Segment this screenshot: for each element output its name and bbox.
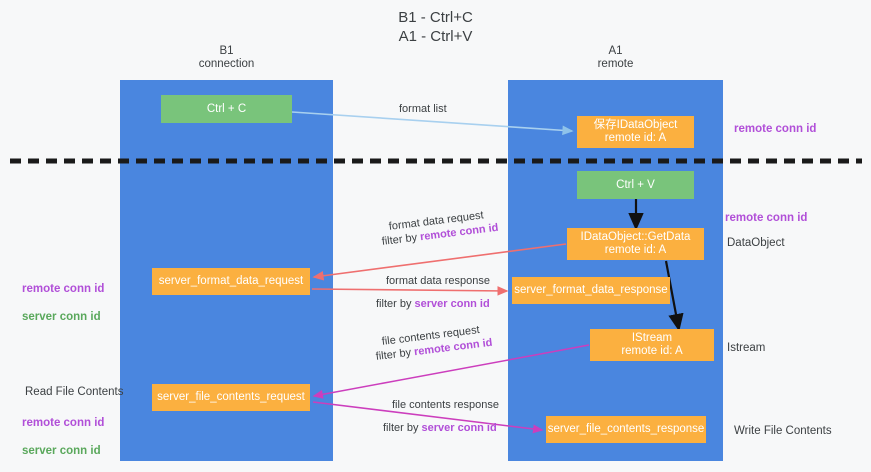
annotation-remote-conn-id: remote conn id bbox=[22, 417, 105, 429]
filter-prefix: filter by bbox=[375, 346, 415, 363]
node-ctrl-v[interactable]: Ctrl + V bbox=[577, 171, 694, 199]
annotation-dataobject: DataObject bbox=[727, 237, 785, 249]
filter-prefix: filter by bbox=[381, 231, 421, 248]
annotation-read-file-contents: Read File Contents bbox=[25, 386, 124, 398]
node-server-file-contents-request[interactable]: server_file_contents_request bbox=[152, 384, 310, 411]
node-server-file-contents-response[interactable]: server_file_contents_response bbox=[546, 416, 706, 443]
annotation-remote-conn-id: remote conn id bbox=[22, 283, 105, 295]
filter-key-server-conn-id: server conn id bbox=[421, 422, 497, 434]
annotation-remote-conn-id-mid: remote conn id bbox=[725, 212, 808, 224]
filter-prefix: filter by bbox=[376, 298, 415, 310]
edge-label-file-contents-response-filter: filter by server conn id bbox=[383, 421, 497, 436]
page-title: B1 - Ctrl+C A1 - Ctrl+V bbox=[398, 9, 473, 45]
lane-header-a1: A1 remote bbox=[597, 45, 634, 70]
edge-label-format-list: format list bbox=[399, 103, 447, 115]
node-istream[interactable]: IStream remote id: A bbox=[590, 329, 714, 361]
annotation-remote-conn-id-top: remote conn id bbox=[734, 123, 817, 135]
edge-label-file-contents-response: file contents response bbox=[392, 399, 500, 411]
edge-format-data-response bbox=[311, 286, 509, 296]
node-ctrl-c[interactable]: Ctrl + C bbox=[161, 95, 292, 123]
node-server-format-data-response[interactable]: server_format_data_response bbox=[512, 277, 670, 304]
lane-header-b1: B1 connection bbox=[198, 45, 255, 70]
node-server-format-data-request[interactable]: server_format_data_request bbox=[152, 268, 310, 295]
annotation-server-conn-id: server conn id bbox=[22, 445, 101, 457]
annotation-left-conn-ids: remote conn id server conn id bbox=[22, 268, 104, 338]
node-idataobject-getdata[interactable]: IDataObject::GetData remote id: A bbox=[567, 228, 704, 260]
edge-label-format-data-response-filter: filter by server conn id bbox=[376, 297, 490, 312]
filter-prefix: filter by bbox=[383, 422, 422, 434]
annotation-istream: Istream bbox=[727, 342, 766, 354]
edge-label-format-data-response: format data response bbox=[386, 275, 490, 287]
annotation-write-file-contents: Write File Contents bbox=[734, 425, 832, 437]
filter-key-server-conn-id: server conn id bbox=[414, 298, 490, 310]
annotation-left-conn-ids-2: remote conn id server conn id bbox=[22, 402, 104, 472]
node-idataobject[interactable]: 保存IDataObject remote id: A bbox=[577, 116, 694, 148]
annotation-server-conn-id: server conn id bbox=[22, 311, 101, 323]
